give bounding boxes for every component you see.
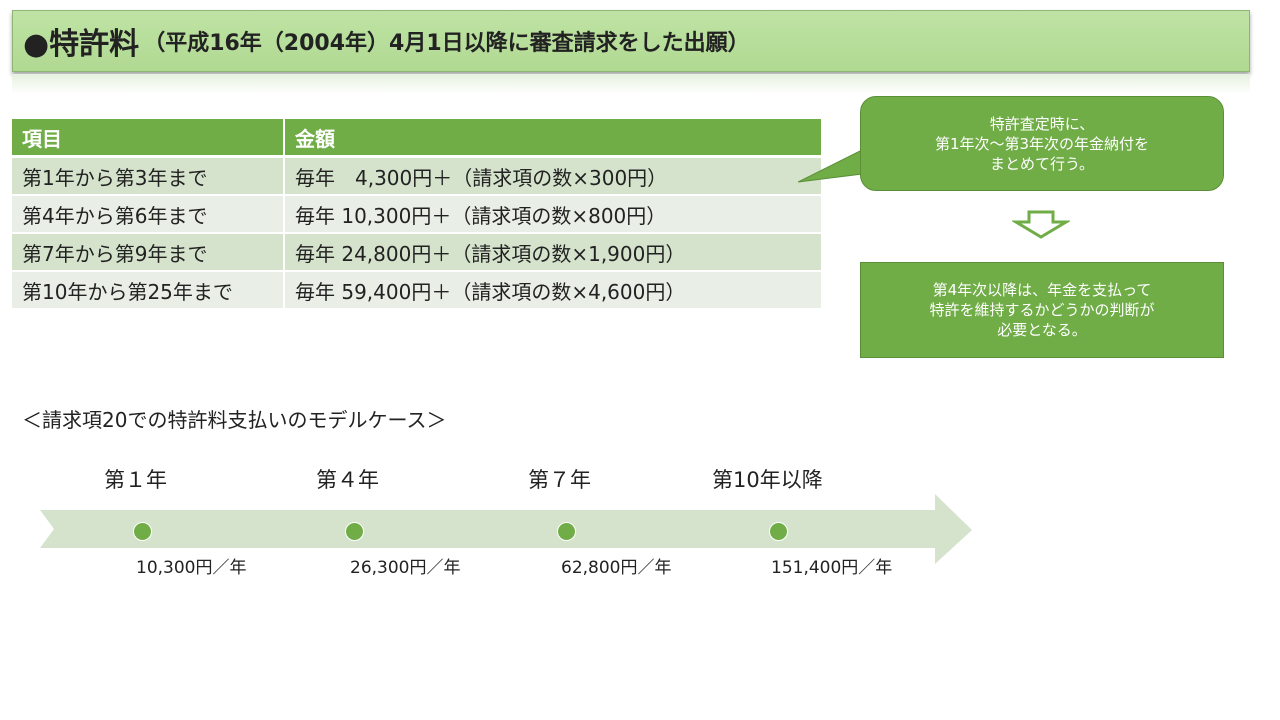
page-subtitle: （平成16年（2004年）4月1日以降に審査請求をした出願） (143, 31, 750, 56)
callout-line: 第1年次～第3年次の年金納付を (934, 134, 1150, 153)
note-line: 必要となる。 (997, 321, 1087, 339)
page-title: ●特許料 (23, 27, 140, 62)
note-box: 第4年次以降は、年金を支払って 特許を維持するかどうかの判断が 必要となる。 (860, 262, 1224, 358)
timeline-dot (557, 522, 576, 541)
timeline-dot (345, 522, 364, 541)
timeline-arrow (40, 494, 972, 564)
cell-amount: 毎年 24,800円＋（請求項の数×1,900円） (284, 233, 823, 272)
timeline-label: 第７年 (528, 468, 591, 492)
down-arrow-icon (1012, 210, 1070, 239)
title-bar: ●特許料 （平成16年（2004年）4月1日以降に審査請求をした出願） (12, 10, 1250, 72)
timeline-label: 第４年 (316, 468, 379, 492)
cell-amount: 毎年 59,400円＋（請求項の数×4,600円） (284, 271, 823, 310)
table-header: 項目 金額 (12, 119, 823, 158)
cell-period: 第10年から第25年まで (12, 271, 285, 310)
cell-period: 第1年から第3年まで (12, 156, 285, 196)
note-line: 特許を維持するかどうかの判断が (929, 301, 1155, 319)
timeline-label: 第１年 (104, 468, 167, 492)
timeline-amount: 62,800円／年 (561, 558, 672, 578)
table-row: 第1年から第3年まで毎年 4,300円＋（請求項の数×300円） (12, 156, 823, 196)
callout-line: まとめて行う。 (989, 154, 1095, 173)
timeline-amount: 10,300円／年 (136, 558, 247, 578)
header-amount: 金額 (284, 119, 823, 158)
table-row: 第10年から第25年まで毎年 59,400円＋（請求項の数×4,600円） (12, 271, 823, 310)
timeline-label: 第10年以降 (712, 468, 823, 492)
cell-amount: 毎年 4,300円＋（請求項の数×300円） (284, 156, 823, 196)
timeline-dot (133, 522, 152, 541)
timeline-dot (769, 522, 788, 541)
timeline-amount: 151,400円／年 (771, 558, 893, 578)
model-heading: ＜請求項20での特許料支払いのモデルケース＞ (22, 408, 447, 432)
table-row: 第4年から第6年まで毎年 10,300円＋（請求項の数×800円） (12, 195, 823, 234)
fee-table: 項目 金額 第1年から第3年まで毎年 4,300円＋（請求項の数×300円） 第… (12, 119, 823, 310)
note-line: 第4年次以降は、年金を支払って (932, 281, 1152, 299)
callout-line: 特許査定時に、 (989, 114, 1095, 133)
callout-bubble: 特許査定時に、 第1年次～第3年次の年金納付を まとめて行う。 (860, 96, 1224, 191)
callout-tail (798, 150, 863, 183)
cell-period: 第4年から第6年まで (12, 195, 285, 234)
title-reflection (12, 74, 1250, 94)
table-row: 第7年から第9年まで毎年 24,800円＋（請求項の数×1,900円） (12, 233, 823, 272)
timeline-amount: 26,300円／年 (350, 558, 461, 578)
cell-period: 第7年から第9年まで (12, 233, 285, 272)
cell-amount: 毎年 10,300円＋（請求項の数×800円） (284, 195, 823, 234)
header-item: 項目 (12, 119, 285, 158)
